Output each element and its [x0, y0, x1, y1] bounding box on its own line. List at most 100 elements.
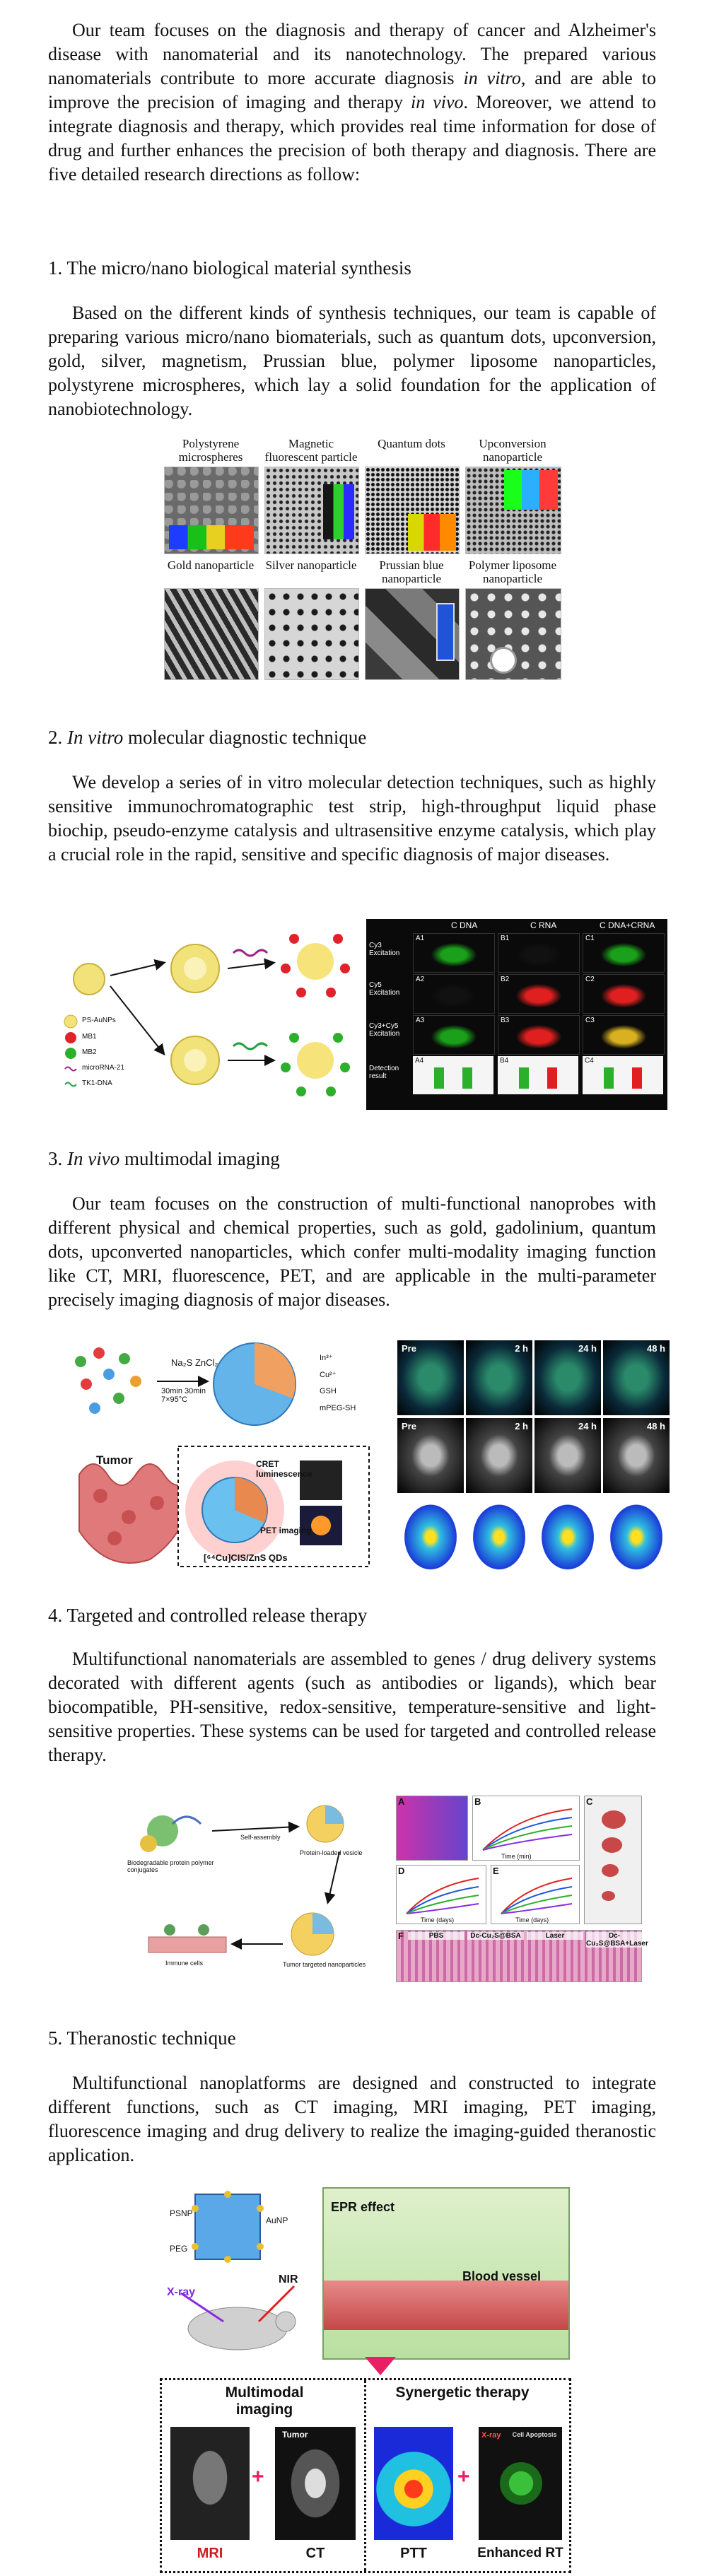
fluorescence-cell: B1 [498, 933, 580, 973]
multimodal-title: Multimodal imaging [225, 2384, 304, 2418]
vessel-label: Blood vessel [462, 2269, 542, 2283]
result-bar [547, 1067, 557, 1089]
fluorescence-cell: C2 [583, 974, 665, 1014]
imaging-frame: 2 h [466, 1340, 532, 1415]
label-rt: Enhanced RT [477, 2546, 563, 2560]
cell-id: B2 [501, 976, 510, 983]
synergetic-title: Synergetic therapy [395, 2384, 530, 2401]
cell-id: C2 [585, 976, 595, 983]
figure-nanomaterials: Polystyrene microspheres Magnetic fluore… [164, 437, 561, 686]
figure-in-vivo: Na₂S ZnCl₂ 30min 30min 7×95°C In³⁺ Cu²⁺ … [65, 1340, 670, 1574]
col-title-both: C DNA+CRNA [600, 920, 655, 930]
histology-label: Dc-Cu₂S@BSA+Laser [586, 1932, 648, 1948]
qd-label: [⁶⁴Cu]CIS/ZnS QDs [204, 1552, 288, 1563]
panel-letter: F [398, 1931, 404, 1941]
panel-letter: C [586, 1796, 593, 1807]
axis-label: Time (min) [501, 1853, 532, 1860]
cell-id: C3 [585, 1017, 595, 1024]
tumor-label: Tumor [96, 1453, 133, 1467]
label-peg: PEG [170, 2244, 188, 2254]
nanoparticle-cluster-left [73, 963, 105, 995]
glow-particle [185, 1460, 284, 1559]
bottom-panels: Multimodal imaging Synergetic therapy + … [160, 2378, 571, 2573]
series-line [501, 1903, 573, 1914]
series-line [501, 1886, 573, 1914]
figure-theranostic: PSNP AuNP PEG X-ray NIR EPR effect Blood… [160, 2187, 571, 2573]
section-1-heading: 1. The micro/nano biological material sy… [48, 256, 411, 280]
cell-id: B4 [500, 1057, 509, 1065]
heading-text: Theranostic technique [66, 2027, 236, 2049]
series-line [501, 1878, 573, 1914]
tumor-ct-label: Tumor [282, 2430, 308, 2440]
legend-in: In³⁺ [320, 1354, 333, 1362]
imaging-frame: 48 h [603, 1340, 670, 1415]
histology-label: PBS [408, 1932, 464, 1940]
fluorescence-cell: B2 [498, 974, 580, 1014]
fluorescence-cell: A3 [413, 1015, 495, 1055]
heading-number: 4. [48, 1605, 67, 1626]
label-xray: X-ray [167, 2286, 196, 2298]
heading-text: The micro/nano biological material synth… [66, 257, 411, 279]
imaging-frame: 2 h [466, 1496, 532, 1571]
caption-silver: Silver nanoparticle [265, 558, 357, 572]
panel-letter: A [398, 1796, 405, 1807]
pet-label: PET imaging [260, 1526, 312, 1535]
plus-left: + [252, 2465, 264, 2488]
series-line [406, 1895, 479, 1914]
series-line [482, 1808, 573, 1851]
section-2-heading: 2. In vitro molecular diagnostic techniq… [48, 725, 366, 749]
section-4-heading: 4. Targeted and controlled release thera… [48, 1603, 367, 1627]
series-line [482, 1825, 573, 1851]
image-liposome [465, 588, 561, 680]
label-nir: NIR [279, 2273, 298, 2285]
down-arrow [365, 2357, 396, 2375]
imaging-frame: 48 h [603, 1418, 670, 1493]
image-gold [164, 588, 259, 680]
image-magnetic [264, 467, 359, 554]
time-label: Pre [402, 1343, 416, 1354]
result-bar [519, 1067, 529, 1089]
fluorescence-grid: C DNA C RNA C DNA+CRNA Cy3 Excitation Cy… [366, 919, 667, 1110]
diagram-probe-schematic [64, 934, 350, 1096]
heading-italic: In vitro [67, 727, 124, 748]
label-vesicle: Protein-loaded vesicle [300, 1849, 363, 1856]
col-title-crna: C RNA [530, 920, 557, 930]
legend-ps-aunps: PS-AuNPs [82, 1017, 116, 1024]
row-label-cy3: Cy3 Excitation [369, 942, 400, 957]
precursor-scatter [75, 1347, 141, 1414]
caption-gold: Gold nanoparticle [167, 558, 255, 572]
fluorescence-cell: A1 [413, 933, 495, 973]
time-label: Pre [402, 1421, 416, 1432]
caption-liposome: Polymer liposome nanoparticle [468, 558, 557, 585]
cell-id: B1 [501, 935, 510, 942]
series-line [406, 1878, 479, 1914]
panel-letter: D [398, 1866, 405, 1876]
row-label-cy3cy5: Cy3+Cy5 Excitation [369, 1022, 400, 1038]
rt-image: X-ray Cell Apoptosis [479, 2427, 562, 2540]
intro-paragraph: Our team focuses on the diagnosis and th… [48, 20, 656, 185]
result-bar [462, 1067, 472, 1089]
heading-number: 2. [48, 727, 67, 748]
section-5-body: Multifunctional nanoplatforms are design… [48, 2073, 656, 2165]
imaging-frame: 24 h [534, 1418, 601, 1493]
cell-id: A3 [416, 1017, 425, 1024]
time-label: Pre [402, 1499, 416, 1509]
fluorescence-cell: A4 [413, 1056, 493, 1094]
result-panel: C [584, 1796, 642, 1924]
time-label: 24 h [578, 1499, 597, 1509]
result-bar [604, 1067, 614, 1089]
condition-label: 30min 30min 7×95°C [161, 1387, 206, 1404]
heading-text: molecular diagnostic technique [123, 727, 367, 748]
heading-number: 3. [48, 1148, 67, 1169]
tumor-sample [602, 1837, 622, 1853]
flower-probe-green [281, 1033, 350, 1096]
time-label: 24 h [578, 1343, 597, 1354]
legend-mb2: MB2 [82, 1048, 97, 1056]
image-prussian [365, 588, 460, 680]
section-4-body: Multifunctional nanomaterials are assemb… [48, 1649, 656, 1765]
caption-upconversion: Upconversion nanoparticle [479, 437, 547, 464]
qd-core [213, 1342, 296, 1426]
time-label: 48 h [646, 1499, 665, 1509]
legend-mpeg: mPEG-SH [320, 1404, 356, 1412]
caption-polystyrene: Polystyrene microspheres [178, 437, 243, 464]
